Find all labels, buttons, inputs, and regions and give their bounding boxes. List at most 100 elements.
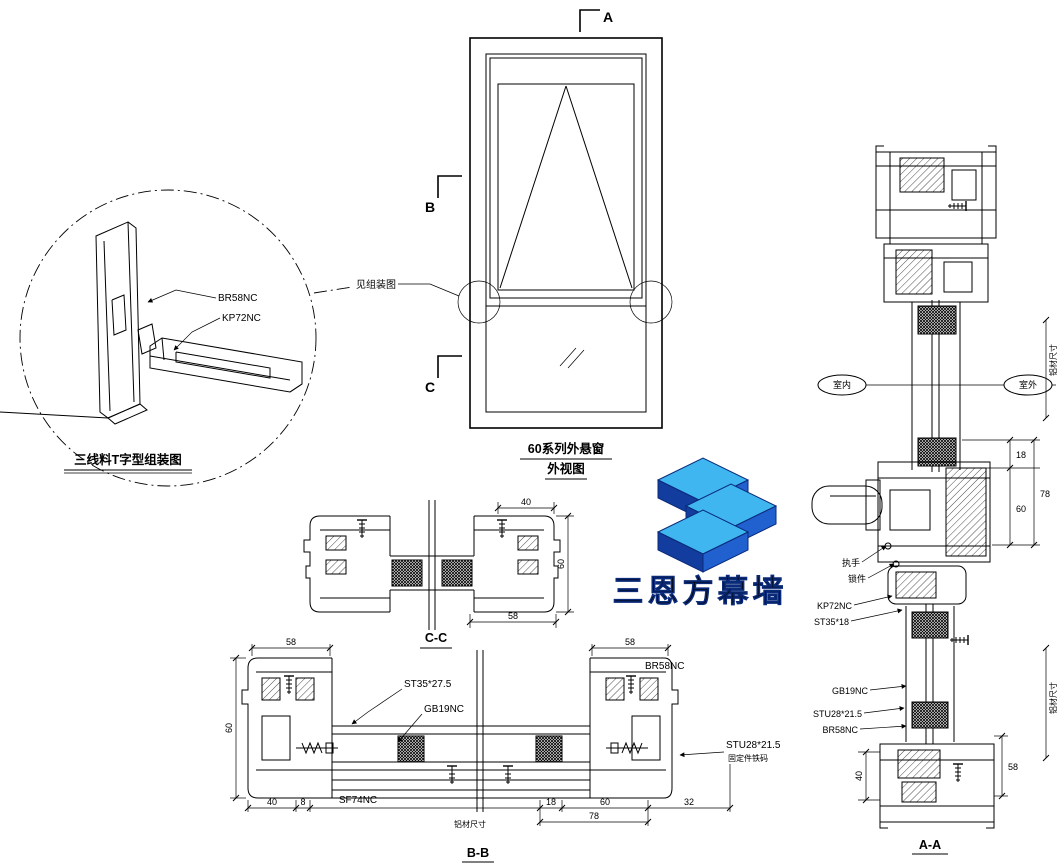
aa-head-frame (875, 145, 997, 239)
aa-handle (811, 485, 883, 525)
elevation-view (457, 37, 673, 429)
aa-glazing-bottom (905, 604, 969, 744)
aa-sill-frame (879, 743, 995, 829)
aa-caption: A-A (919, 838, 941, 852)
aa-indoor-bubble (817, 374, 867, 396)
bb-label-gb19nc: GB19NC (424, 704, 464, 715)
glass-symbol (559, 347, 585, 369)
bb-gasket-left (397, 735, 425, 763)
aa-mid-block-kp72nc (887, 565, 967, 605)
section-aa-dimensions (858, 316, 1050, 804)
cc-dim-right: 60 (556, 559, 566, 569)
cc-gasket-left (391, 559, 423, 587)
bb-dim-60: 60 (600, 797, 610, 807)
aa-gasket (917, 437, 957, 467)
detail-label-br58nc: BR58NC (218, 293, 257, 304)
cut-label-a: A (603, 9, 613, 25)
bb-leader-stu28 (679, 751, 725, 758)
bb-label-fixing: 固定件铁码 (728, 753, 768, 763)
brand-text: 三恩方幕墙 (613, 574, 788, 609)
bb-dim-32: 32 (684, 797, 694, 807)
cc-dim-bottom: 58 (508, 611, 518, 621)
aa-leader-gb19nc (869, 684, 907, 691)
aa-note-alu-bottom: 铝材尺寸 (1048, 682, 1058, 714)
aa-label-stu28: STU28*21.5 (813, 709, 862, 719)
aa-gasket (911, 701, 949, 729)
section-cc-dimensions (466, 502, 574, 628)
aa-handle-block (811, 461, 991, 568)
aa-leader-stu28 (863, 706, 905, 714)
section-cut-markers (437, 9, 600, 378)
aa-outdoor-bubble (1003, 374, 1053, 396)
bb-dim-18: 18 (546, 797, 556, 807)
aa-leader-kp72nc (853, 594, 893, 606)
aa-gasket (911, 611, 949, 639)
bb-dim-40: 40 (267, 797, 277, 807)
bb-label-br58nc: BR58NC (645, 661, 684, 672)
leader-br58nc (147, 289, 217, 303)
aa-indoor-label: 室内 (833, 379, 851, 390)
cut-label-c: C (425, 379, 435, 395)
detail-circle (19, 189, 317, 487)
bb-dim-8: 8 (300, 797, 305, 807)
aa-label-lock: 锁件 (848, 573, 866, 584)
cc-dim-top: 40 (521, 497, 531, 507)
bb-label-stu28: STU28*21.5 (726, 740, 781, 751)
bb-leader-gb19nc (397, 713, 423, 743)
aa-glazing-top (911, 300, 961, 472)
aa-dim-58: 58 (1008, 762, 1018, 772)
aa-outdoor-label: 室外 (1019, 379, 1037, 390)
bb-dim-78: 78 (589, 811, 599, 821)
cut-marker-b (437, 175, 462, 198)
aa-leader-br58nc (859, 723, 907, 730)
profile-3d-horizontal (149, 337, 303, 393)
bb-gasket-right (535, 735, 563, 763)
bb-label-sf74nc: SF74NC (339, 795, 377, 806)
detail-reference-line (313, 286, 353, 294)
detail-view (0, 189, 317, 487)
aa-label-gb19nc: GB19NC (832, 686, 869, 696)
bb-dim-top-right: 58 (625, 637, 635, 647)
cc-caption: C-C (425, 631, 447, 645)
aa-leader-st35 (850, 608, 903, 622)
bb-note-alu: 铝材尺寸 (454, 819, 486, 829)
aa-dim-40: 40 (854, 771, 864, 781)
section-bb-dimensions (230, 644, 734, 826)
inner-frame (485, 53, 647, 413)
section-aa-view (811, 145, 997, 829)
cc-gasket-right (441, 559, 473, 587)
section-bb-view (241, 650, 679, 812)
aa-label-handle: 执手 (842, 557, 860, 568)
aa-gasket (917, 305, 957, 335)
elevation-subtitle: 外视图 (546, 461, 585, 476)
cut-label-b: B (425, 199, 435, 215)
aa-label-br58nc: BR58NC (822, 725, 858, 735)
brand-logo (656, 457, 778, 573)
bb-left-profile (241, 657, 332, 799)
outer-frame (469, 37, 663, 429)
aa-dim-60: 60 (1016, 504, 1026, 514)
aa-label-kp72nc: KP72NC (817, 601, 853, 611)
leader-kp72nc (173, 317, 221, 351)
elevation-title: 60系列外悬窗 (528, 441, 604, 456)
opening-symbol (499, 85, 633, 289)
assembly-note: 见组装图 (356, 278, 396, 291)
aa-label-st35: ST35*18 (814, 617, 849, 627)
bb-caption: B-B (467, 846, 489, 860)
aa-leader-handle (861, 545, 887, 563)
profile-3d-vertical (0, 221, 148, 425)
profile-3d-connector (137, 323, 157, 355)
bb-leader-st35 (351, 688, 403, 725)
logo-bar-bottom (656, 509, 750, 573)
cut-marker-c (437, 355, 462, 378)
bb-right-profile (590, 657, 679, 799)
sash-glass-line (497, 83, 635, 291)
aa-leader-lock (867, 563, 895, 579)
section-cc-view (303, 500, 561, 630)
sash-frame (489, 57, 643, 299)
bb-dim-top-left: 58 (286, 637, 296, 647)
bb-sill-sf74nc (331, 769, 591, 799)
detail-bubble-left (457, 280, 501, 324)
aa-note-alu-top: 铝材尺寸 (1048, 344, 1058, 376)
